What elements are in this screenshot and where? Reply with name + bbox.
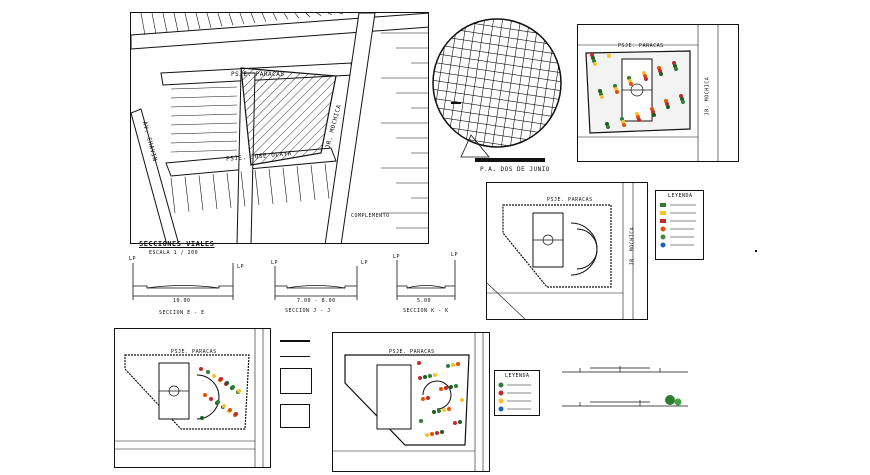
section-j-right: LP <box>361 260 369 266</box>
detail-block-3 <box>280 404 310 428</box>
section-e-total: 10.00 <box>173 298 191 304</box>
section-k-total: 5.00 <box>417 298 432 304</box>
legend-swatches <box>660 203 696 248</box>
detail-block-1 <box>280 340 310 357</box>
park-bl-street: PSJE. PARACAS <box>171 349 217 355</box>
section-e-left: LP <box>129 256 137 262</box>
legend-small-title: LEYENDA <box>505 373 530 379</box>
plan-note: COMPLEMENTO <box>351 213 390 219</box>
sections-scale: ESCALA 1 / 200 <box>149 250 199 256</box>
park-plan-bottom-left-drawing <box>115 329 264 467</box>
detail-block-2 <box>280 368 312 394</box>
street-label-paracas: PSJE. PARACAS <box>231 71 285 78</box>
legend-small-swatches <box>498 382 531 412</box>
section-k-left: LP <box>393 254 401 260</box>
road-sections: SECCIONES VIALES ESCALA 1 / 200 LP LP 10… <box>125 238 465 318</box>
park-top-street: PSJE. PARACAS <box>618 43 664 49</box>
park-bc-street: PSJE. PARACAS <box>389 349 435 355</box>
section-e-right: LP <box>237 264 245 270</box>
park-plan-bottom-center-drawing <box>333 333 484 471</box>
section-j-left: LP <box>271 260 279 266</box>
section-k-right: LP <box>451 252 459 258</box>
sections-title: SECCIONES VIALES <box>139 240 215 248</box>
park-plan-bottom-left: PSJE. PARACAS <box>114 328 271 468</box>
section-e-label: SECCION E - E <box>159 310 205 316</box>
location-title-bar <box>475 158 545 162</box>
small-dot <box>755 250 757 252</box>
main-site-plan-drawing <box>131 13 428 243</box>
sections-drawing <box>132 260 456 300</box>
section-k-label: SECCION K - K <box>403 308 449 314</box>
elevation-drawing <box>562 366 688 407</box>
park-mid-street: PSJE. PARACAS <box>547 197 593 203</box>
elevation-drawings <box>560 360 690 420</box>
location-title: P.A. DOS DE JUNIO <box>480 166 550 173</box>
legend-box-small: LEYENDA <box>494 370 540 416</box>
main-site-plan: PSJE. PARACAS PSJE. JOSE OLAYA JR. MOCHI… <box>130 12 429 244</box>
park-plan-top: PSJE. PARACAS JR. MOCHICA <box>577 24 739 162</box>
park-mid-side-street: JR. MOCHICA <box>629 226 636 266</box>
section-j-label: SECCION J - J <box>285 308 331 314</box>
legend-title: LEYENDA <box>668 193 693 199</box>
park-plan-bottom-center: PSJE. PARACAS <box>332 332 490 472</box>
legend-box: LEYENDA <box>655 190 704 260</box>
park-plan-mid: PSJE. PARACAS JR. MOCHICA <box>486 182 648 320</box>
park-top-side-street: JR. MOCHICA <box>704 76 711 116</box>
location-map <box>431 17 563 158</box>
section-j-total: 7.00 - 8.00 <box>297 298 336 304</box>
park-plan-top-drawing <box>578 25 719 161</box>
park-lot <box>240 67 337 166</box>
location-map-drawing <box>432 18 562 158</box>
park-plan-mid-drawing <box>487 183 634 319</box>
